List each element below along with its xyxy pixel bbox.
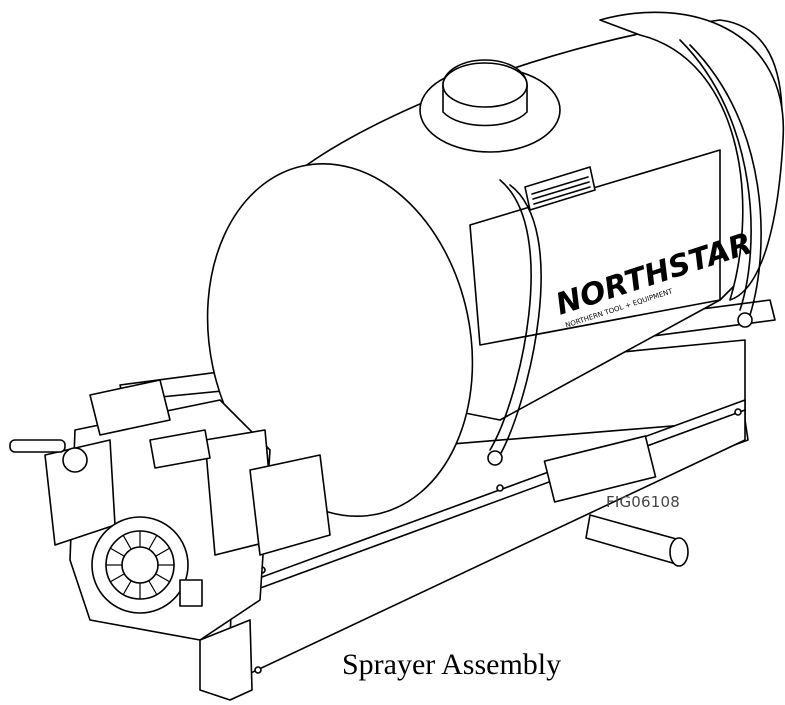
figure-id-label: FIG06108 [606,493,680,511]
tank [206,11,784,517]
pto-shaft [585,514,689,567]
flywheel-fins [106,531,174,599]
engine [9,379,331,641]
figure-caption: Sprayer Assembly [342,648,562,681]
